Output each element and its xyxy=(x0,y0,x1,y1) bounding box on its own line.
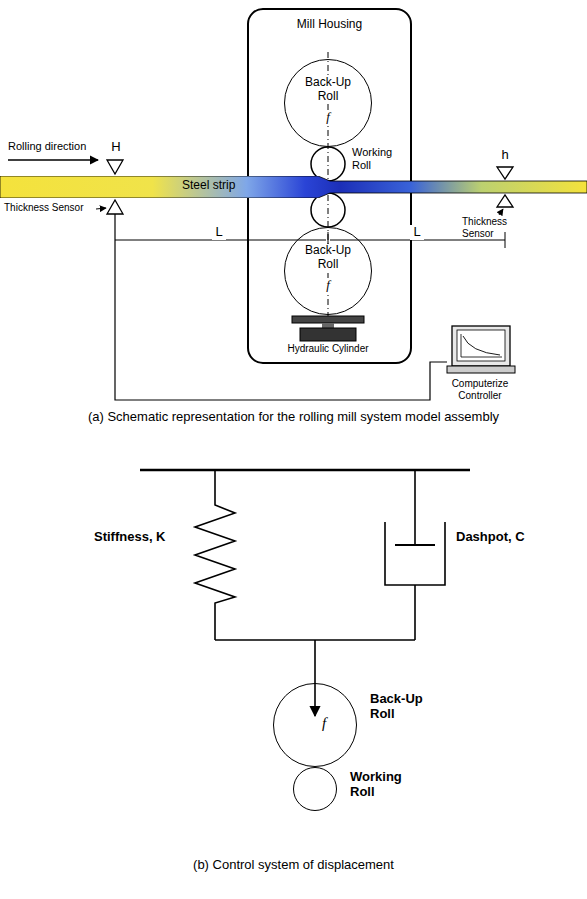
spring-label: Stiffness, K xyxy=(94,530,190,545)
force-arrow xyxy=(314,640,316,716)
node-text: Working Roll xyxy=(350,770,420,800)
computer-icon xyxy=(447,326,515,373)
node-text: Back-Up Roll xyxy=(370,692,450,722)
dimension-label: L xyxy=(212,225,226,240)
signal-wire xyxy=(115,214,447,400)
back-up-roll: Back-Up Roll f xyxy=(284,227,372,315)
node-text: Back-Up Roll xyxy=(297,244,359,272)
node-text: Mill Housing xyxy=(249,18,410,32)
sensor-label: Thickness Sensor xyxy=(4,202,96,214)
dashpot-label: Dashpot, C xyxy=(456,530,546,545)
direction-label: Rolling direction xyxy=(8,140,108,153)
part-label: Hydraulic Cylinder xyxy=(268,343,388,355)
leader-line xyxy=(96,208,106,209)
node-text: f xyxy=(322,278,334,293)
part-label: Computerize Controller xyxy=(436,378,524,401)
working-roll: Working Roll xyxy=(293,767,337,811)
strip-shape xyxy=(0,176,587,198)
figure-caption: (b) Control system of displacement xyxy=(6,858,581,873)
node-text: Back-Up Roll xyxy=(297,76,359,104)
figure-caption: (a) Schematic representation for the rol… xyxy=(6,410,581,425)
hydraulic-cylinder xyxy=(292,316,364,341)
back-up-roll: fBack-Up Roll xyxy=(273,683,357,767)
steel-strip: Steel strip xyxy=(0,176,587,198)
node-text: f xyxy=(322,110,334,125)
back-up-roll: Back-Up Roll f xyxy=(284,59,372,147)
sensor-label: Thickness Sensor xyxy=(462,216,522,239)
dimension-label: L xyxy=(410,225,424,240)
node-text: f xyxy=(322,715,338,732)
thickness-symbol: H xyxy=(109,140,123,155)
thickness-symbol: h xyxy=(498,148,512,163)
node-text: Steel strip xyxy=(182,179,262,193)
spring-damper xyxy=(140,470,470,640)
leader-line xyxy=(499,209,503,215)
part-label: Working Roll xyxy=(352,146,404,171)
direction-arrow xyxy=(8,159,98,160)
